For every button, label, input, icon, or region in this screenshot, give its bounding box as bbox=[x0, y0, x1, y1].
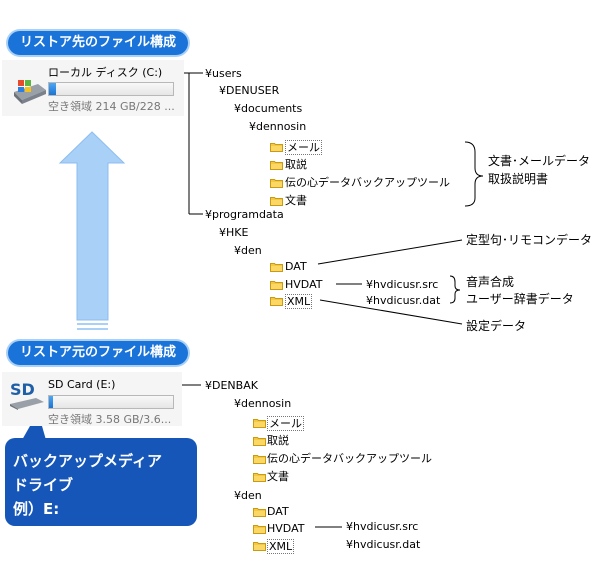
callout-line-3: 例）E: bbox=[13, 500, 60, 518]
file-src-hvdicusr-src[interactable]: ¥hvdicusr.src bbox=[346, 520, 419, 533]
backup-drive-callout: バックアップメディア ドライブ 例）E: bbox=[5, 438, 197, 526]
note-user-dict: ユーザー辞書データ bbox=[466, 292, 574, 306]
tree-src-torisetsu[interactable]: 取説 bbox=[267, 434, 289, 447]
note-manual: 取扱説明書 bbox=[488, 172, 549, 186]
folder-icon bbox=[253, 436, 266, 446]
folder-icon bbox=[253, 541, 266, 551]
callout-line-2: ドライブ bbox=[13, 476, 74, 494]
tree-hke: ¥HKE bbox=[219, 226, 249, 239]
note-docs-mail: 文書･メールデータ bbox=[488, 154, 591, 168]
callout-line-1: バックアップメディア bbox=[13, 452, 162, 470]
folder-icon bbox=[253, 472, 266, 482]
tree-src-mail[interactable]: メール bbox=[267, 416, 304, 431]
tree-src-bunsho[interactable]: 文書 bbox=[267, 470, 289, 483]
sd-card-usage-bar bbox=[48, 395, 174, 409]
tree-users: ¥users bbox=[205, 67, 242, 80]
folder-icon bbox=[270, 142, 283, 152]
tree-bunsho[interactable]: 文書 bbox=[285, 194, 307, 207]
local-disk-name: ローカル ディスク (C:) bbox=[48, 66, 163, 79]
sd-card-icon: SD bbox=[8, 380, 46, 410]
sd-card-free-space: 空き領域 3.58 GB/3.6... bbox=[48, 413, 172, 426]
tree-denbak: ¥DENBAK bbox=[205, 379, 258, 392]
folder-icon bbox=[270, 262, 283, 272]
tree-src-hvdat[interactable]: HVDAT bbox=[267, 522, 305, 535]
folder-icon bbox=[253, 507, 266, 517]
tree-src-backup-tool[interactable]: 伝の心データバックアップツール bbox=[267, 452, 432, 465]
folder-icon bbox=[253, 418, 266, 428]
local-disk-usage-fill bbox=[49, 83, 57, 95]
folder-icon bbox=[270, 160, 283, 170]
hard-drive-icon bbox=[14, 80, 46, 104]
folder-icon bbox=[253, 454, 266, 464]
tree-programdata: ¥programdata bbox=[205, 208, 284, 221]
folder-icon bbox=[253, 524, 266, 534]
local-disk-drive[interactable]: ローカル ディスク (C:) 空き領域 214 GB/228 ... bbox=[2, 60, 184, 116]
file-src-hvdicusr-dat[interactable]: ¥hvdicusr.dat bbox=[346, 538, 421, 551]
tree-src-xml[interactable]: XML bbox=[267, 539, 295, 554]
tree-denuser: ¥DENUSER bbox=[219, 84, 280, 97]
tree-mail[interactable]: メール bbox=[285, 140, 322, 155]
file-hvdicusr-src[interactable]: ¥hvdicusr.src bbox=[366, 278, 439, 291]
folder-icon bbox=[270, 280, 283, 290]
source-section-badge: リストア元のファイル構成 bbox=[8, 341, 189, 365]
file-hvdicusr-dat[interactable]: ¥hvdicusr.dat bbox=[366, 294, 441, 307]
note-dat: 定型句･リモコンデータ bbox=[466, 233, 593, 247]
tree-hvdat[interactable]: HVDAT bbox=[285, 278, 323, 291]
tree-dennosin: ¥dennosin bbox=[249, 120, 307, 133]
tree-src-dat[interactable]: DAT bbox=[267, 505, 289, 518]
sd-card-usage-fill bbox=[49, 396, 53, 408]
target-section-badge: リストア先のファイル構成 bbox=[8, 31, 189, 55]
folder-icon bbox=[270, 196, 283, 206]
tree-torisetsu[interactable]: 取説 bbox=[285, 158, 307, 171]
restore-direction-arrow bbox=[58, 131, 126, 330]
tree-den: ¥den bbox=[234, 244, 262, 257]
tree-src-den: ¥den bbox=[234, 489, 262, 502]
tree-src-dennosin: ¥dennosin bbox=[234, 397, 292, 410]
sd-card-label: SD bbox=[10, 380, 35, 399]
tree-documents: ¥documents bbox=[234, 102, 303, 115]
tree-dat[interactable]: DAT bbox=[285, 260, 307, 273]
note-voice: 音声合成 bbox=[466, 275, 515, 289]
tree-backup-tool[interactable]: 伝の心データバックアップツール bbox=[285, 176, 450, 189]
sd-card-drive[interactable]: SD SD Card (E:) 空き領域 3.58 GB/3.6... bbox=[2, 372, 182, 426]
local-disk-free-space: 空き領域 214 GB/228 ... bbox=[48, 100, 175, 113]
tree-xml[interactable]: XML bbox=[285, 294, 313, 309]
note-settings: 設定データ bbox=[466, 319, 527, 333]
local-disk-usage-bar bbox=[48, 82, 174, 96]
folder-icon bbox=[270, 178, 283, 188]
folder-icon bbox=[270, 296, 283, 306]
sd-card-name: SD Card (E:) bbox=[48, 378, 116, 391]
